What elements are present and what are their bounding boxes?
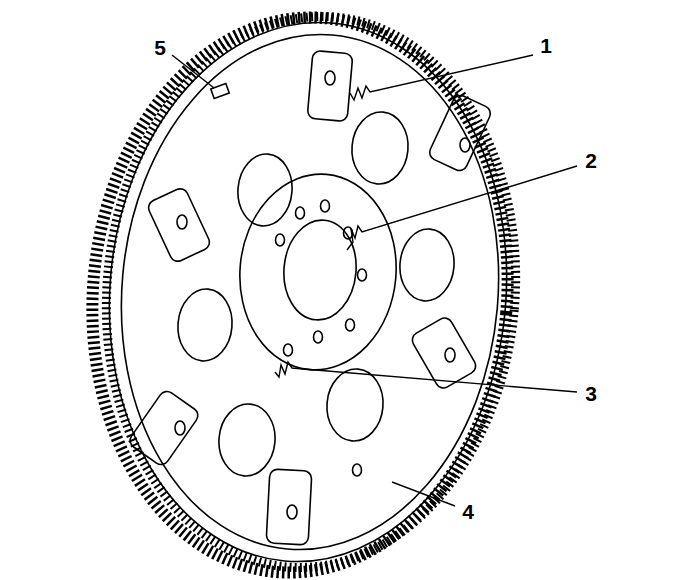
callout-number: 2: [585, 150, 597, 171]
large-hole: [235, 152, 295, 228]
large-hole: [349, 110, 411, 187]
bolt-hole: [276, 234, 285, 246]
leader-line: [275, 362, 577, 392]
mounting-pad: [146, 186, 212, 264]
pad-hole: [175, 421, 185, 435]
ring-gear-teeth: [70, 0, 531, 580]
bolt-hole: [321, 200, 330, 212]
large-hole: [175, 287, 235, 363]
leader-lines: [172, 55, 577, 506]
bolt-hole: [314, 331, 323, 343]
leader-line: [172, 55, 214, 88]
mounting-pad: [427, 93, 493, 173]
plate-edge: [100, 19, 520, 566]
mounting-pad: [266, 469, 312, 545]
ring-gear-root: [87, 6, 529, 578]
ring-gear-teeth: [84, 0, 539, 580]
small-hole: [353, 464, 362, 476]
bolt-hole: [346, 319, 355, 331]
pad-hole: [460, 138, 470, 152]
mounting-pad: [307, 50, 353, 121]
callout-number: 5: [154, 37, 166, 58]
leader-line: [347, 166, 577, 250]
leader-line: [392, 482, 455, 506]
large-hole: [216, 402, 278, 479]
large-hole: [324, 367, 386, 444]
large-hole: [397, 227, 457, 303]
mounting-pad: [127, 388, 201, 467]
pad-hole: [325, 71, 335, 85]
mounting-pad: [409, 315, 478, 391]
bolt-hole: [284, 344, 293, 356]
pad-hole: [445, 348, 455, 362]
callout-number: 3: [585, 383, 597, 404]
leader-line: [350, 55, 533, 100]
bolt-hole: [358, 269, 367, 281]
center-hole: [280, 217, 360, 323]
pad-hole: [177, 215, 187, 229]
bolt-hole: [296, 207, 305, 219]
hub: [232, 168, 404, 377]
marker: [211, 84, 229, 99]
flexplate: [70, 0, 539, 580]
callout-number: 1: [540, 35, 552, 56]
callout-number: 4: [462, 501, 474, 522]
pad-hole: [287, 505, 297, 519]
